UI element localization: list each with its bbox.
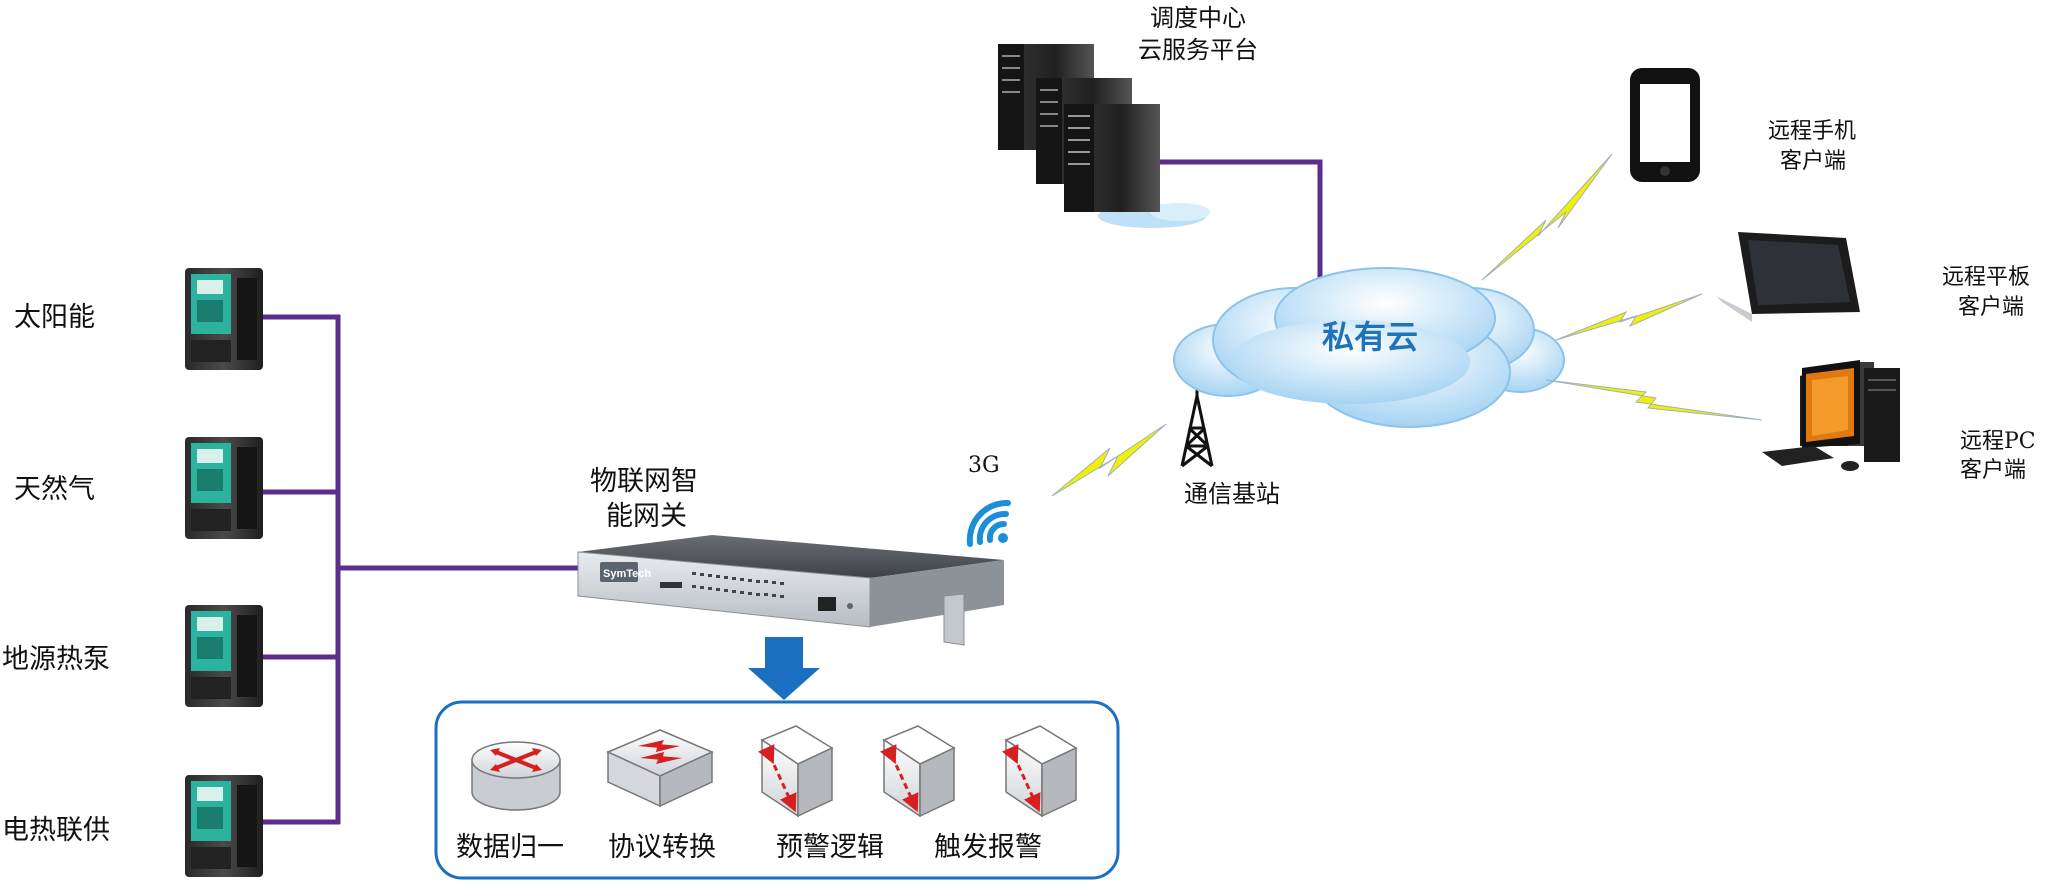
function-label-alarm: 触发报警 [934, 832, 1042, 863]
client-phone-line2: 客户端 [1780, 149, 1846, 174]
gateway-brand: SymTech [603, 568, 651, 580]
signal-label: 3G [968, 453, 1000, 478]
dispatch-label-line2: 云服务平台 [1138, 36, 1258, 64]
gateway-label-line2: 能网关 [606, 501, 687, 532]
server-to-cloud-link [1160, 159, 1323, 282]
function-label-protocol: 协议转换 [608, 832, 716, 863]
bus-connections [262, 159, 1323, 825]
energy-label-solar: 太阳能 [14, 302, 95, 333]
tablet-icon[interactable] [1716, 232, 1860, 322]
energy-label-chp: 电热联供 [2, 815, 110, 846]
inverter-solar[interactable] [185, 268, 263, 370]
wifi-signal-icon [966, 499, 1011, 547]
frequency-inverter-icon [185, 437, 263, 539]
inverter-gas[interactable] [185, 437, 263, 539]
router-icon [471, 741, 561, 811]
dispatch-label-line1: 调度中心 [1150, 4, 1246, 32]
alarm-block-icon [1002, 725, 1078, 818]
client-tablet-line1: 远程平板 [1942, 265, 2030, 290]
wireless-link-phone [1481, 153, 1613, 281]
wireless-link-tablet [1555, 293, 1703, 341]
client-pc-line2: 客户端 [1960, 458, 2026, 483]
base-station-label: 通信基站 [1184, 480, 1280, 508]
inverter-geothermal[interactable] [185, 605, 263, 707]
frequency-inverter-icon [185, 605, 263, 707]
client-pc-line1: 远程PC [1960, 429, 2036, 454]
inverter-chp[interactable] [185, 775, 263, 877]
switch-icon [606, 729, 714, 808]
down-arrow-icon [748, 637, 820, 700]
wireless-link-gateway [1051, 423, 1167, 497]
cloud-label: 私有云 [1322, 319, 1418, 355]
energy-label-geothermal: 地源热泵 [2, 644, 110, 675]
energy-label-gas: 天然气 [14, 474, 95, 505]
server-rack-icon[interactable] [998, 44, 1210, 228]
function-label-normalize: 数据归一 [456, 832, 564, 863]
radio-tower-icon [1180, 390, 1214, 468]
wireless-link-pc [1545, 379, 1763, 421]
iot-gateway-device[interactable]: SymTech [577, 535, 1004, 646]
gateway-label-line1: 物联网智 [590, 466, 698, 497]
function-label-warning: 预警逻辑 [776, 832, 884, 863]
logic-block-icon [758, 725, 834, 818]
client-tablet-line2: 客户端 [1958, 295, 2024, 320]
frequency-inverter-icon [185, 775, 263, 877]
client-phone-line1: 远程手机 [1768, 119, 1856, 144]
smartphone-icon[interactable] [1630, 68, 1700, 182]
private-cloud[interactable]: 私有云 [1173, 267, 1565, 428]
frequency-inverter-icon [185, 268, 263, 370]
alarm-block-icon [880, 725, 956, 818]
desktop-pc-icon[interactable] [1762, 360, 1900, 471]
